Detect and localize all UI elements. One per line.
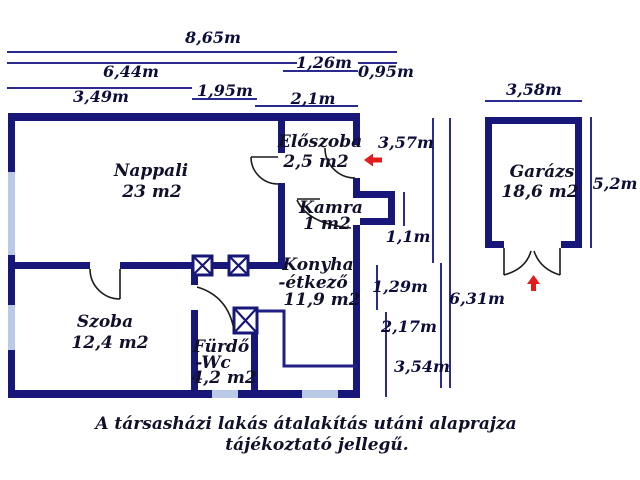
kitchen-counter-line [258, 309, 357, 368]
wall-furdo-right [251, 333, 258, 390]
room-area-nappali: 23 m2 [121, 182, 182, 202]
dim-label-konyha-upper: 1,29m [372, 277, 428, 296]
wall-eloszoba-lower [278, 183, 285, 269]
door-nappali-eloszoba [250, 156, 279, 185]
room-area-eloszoba: 2,5 m2 [282, 152, 348, 172]
room-area-furdo: 4,2 m2 [191, 368, 256, 388]
garage-arrow-icon [527, 275, 540, 291]
dim-label-kamra-height: 1,1m [386, 227, 431, 246]
room-area-konyha: 11,9 m2 [283, 290, 360, 310]
garage-wall-top [485, 117, 582, 124]
wall-furdo-left-stub [191, 269, 198, 285]
dim-label-eloszoba-top: 1,26m [296, 53, 352, 72]
room-label-furdo: Fürdő [192, 337, 250, 357]
dim-label-lower-right-height: 3,54m [394, 357, 450, 376]
dim-label-garage-height: 5,2m [593, 174, 638, 193]
doors [89, 147, 561, 331]
dim-label-total-width: 8,65m [184, 28, 241, 47]
caption-line-1: A társasházi lakás átalakítás utáni alap… [93, 414, 516, 434]
dim-label-upper-right-height: 3,57m [378, 133, 434, 152]
window-bottom-right [302, 390, 338, 398]
windows [8, 172, 338, 398]
dim-label-eloszoba-width: 2,1m [290, 89, 336, 108]
dimension-labels: 8,65m 6,44m 1,26m 0,95m 3,49m 1,95m 2,1m… [73, 28, 637, 376]
window-bottom-left [212, 390, 238, 398]
wall-right-upper [353, 113, 360, 145]
room-area-kamra: 1 m2 [303, 214, 351, 234]
garage-wall-right [575, 117, 582, 248]
garage-wall-left [485, 117, 492, 248]
wall-kamra-bottom [360, 218, 395, 225]
dim-label-nappali-width: 6,44m [103, 62, 159, 81]
flue-box [191, 254, 214, 277]
door-garage-double [503, 248, 561, 276]
window-nappali [8, 172, 15, 255]
flue-boxes [191, 254, 259, 335]
room-area-szoba: 12,4 m2 [71, 333, 148, 353]
wall-bottom [8, 390, 360, 398]
room-label-furdo-2: -Wc [195, 353, 231, 373]
flue-box [227, 254, 250, 277]
wall-furdo-left [191, 310, 198, 390]
caption-line-2: tájékoztató jellegű. [225, 435, 408, 455]
door-entry [324, 147, 356, 179]
wall-left [8, 113, 15, 398]
door-furdo [196, 286, 235, 331]
dim-label-left-width: 3,49m [73, 87, 129, 106]
window-szoba [8, 305, 15, 350]
room-area-garazs: 18,6 m2 [501, 182, 578, 202]
flue-box [232, 306, 259, 335]
room-label-nappali: Nappali [113, 161, 188, 181]
wall-eloszoba-upper [278, 121, 285, 153]
garage-wall-bottom-left [485, 241, 504, 248]
dim-label-mid-width: 1,95m [197, 81, 253, 100]
room-label-konyha: Konyha [281, 255, 353, 275]
dim-label-total-right-height: 6,31m [449, 289, 505, 308]
garage-walls [485, 117, 582, 248]
wall-right-entry-stub [353, 178, 360, 192]
dim-label-garage-width: 3,58m [506, 80, 562, 99]
wall-kamra-right [388, 191, 395, 225]
entry-arrow-icon [364, 153, 382, 167]
room-label-szoba: Szoba [77, 312, 133, 332]
dim-label-konyha-lower: 2,17m [380, 317, 437, 336]
dim-label-entry-width: 0,95m [358, 62, 414, 81]
caption: A társasházi lakás átalakítás utáni alap… [93, 414, 516, 455]
room-label-konyha-2: -étkező [278, 273, 348, 293]
wall-top [8, 113, 360, 121]
room-label-kamra: Kamra [298, 198, 363, 218]
wall-right-lower [353, 225, 360, 398]
room-label-garazs: Garázs [510, 162, 575, 182]
dimension-lines [7, 51, 592, 397]
wall-kamra-top [353, 191, 395, 198]
garage-wall-bottom-right [561, 241, 582, 248]
door-kamra [296, 198, 352, 229]
wall-szoba-left [15, 262, 90, 269]
room-label-eloszoba: Előszoba [277, 132, 362, 152]
door-szoba [89, 268, 121, 300]
room-labels: Nappali 23 m2 Előszoba 2,5 m2 Kamra 1 m2… [71, 132, 578, 388]
